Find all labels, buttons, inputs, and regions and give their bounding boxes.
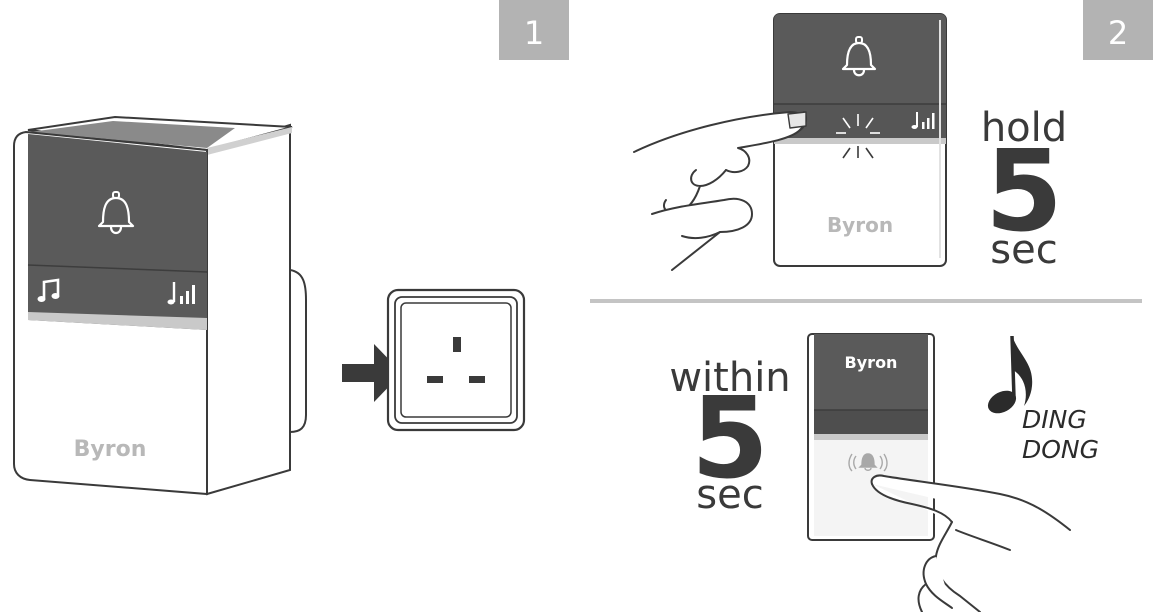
- ding-dong-label: DING DONG: [1022, 405, 1099, 464]
- bell-icon: [97, 191, 135, 235]
- within-unit: sec: [696, 472, 763, 518]
- chime-brand-label: Byron: [74, 437, 147, 462]
- flashing-light-rays-lower: [842, 146, 874, 159]
- step-1-badge: 1: [499, 0, 569, 60]
- volume-level-icon: [911, 112, 935, 129]
- bell-push-brand-label: Byron: [845, 353, 898, 372]
- wall-socket-icon: [386, 288, 526, 432]
- within-duration: 5: [691, 374, 769, 504]
- finger-hand-icon: [870, 474, 1071, 612]
- bell-push-device: Byron: [807, 333, 935, 541]
- step-1-number: 1: [524, 14, 544, 52]
- hold-instruction: hold 5 sec: [981, 105, 1067, 273]
- chime-sound-line-1: DING: [1022, 405, 1087, 434]
- plug-in-chime-unit: Byron: [13, 115, 307, 496]
- chime-front-view: Byron: [773, 13, 947, 267]
- within-label: within: [669, 355, 790, 401]
- chime-sound-line-2: DONG: [1022, 435, 1099, 464]
- chime-front-brand-label: Byron: [827, 213, 893, 237]
- step-2-badge: 2: [1083, 0, 1153, 60]
- musical-note-icon: [987, 335, 1033, 414]
- volume-level-icon: [167, 282, 195, 305]
- hold-duration: 5: [985, 127, 1063, 257]
- flashing-light-indicator: [836, 114, 880, 134]
- bell-icon: [841, 36, 877, 77]
- within-instruction: within 5 sec: [669, 355, 790, 518]
- hold-label: hold: [981, 105, 1067, 151]
- ringing-bell-icon: [848, 453, 888, 472]
- step-2-number: 2: [1108, 14, 1128, 52]
- hold-unit: sec: [990, 227, 1057, 273]
- finger-hand-icon: [633, 111, 808, 271]
- music-note-icon: [37, 278, 60, 302]
